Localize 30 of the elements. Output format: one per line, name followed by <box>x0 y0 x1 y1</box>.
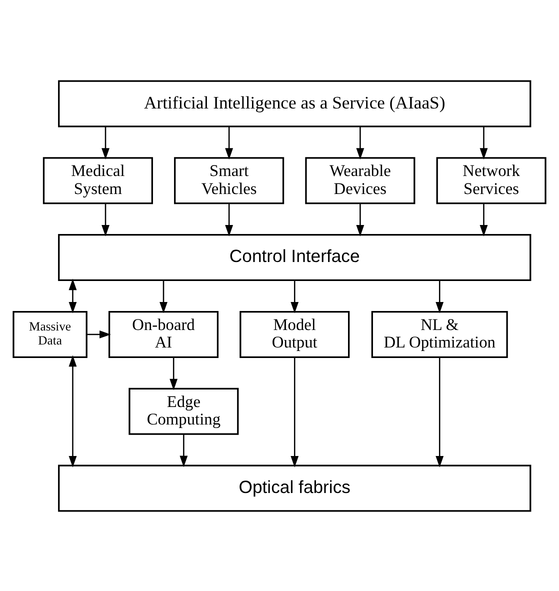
arrow <box>170 357 178 390</box>
arrow <box>160 280 168 313</box>
arrow <box>180 434 188 467</box>
arrow <box>290 280 299 313</box>
node-box: Massive Data <box>12 310 88 358</box>
arrow <box>225 203 234 236</box>
node-box: On-board AI <box>108 310 219 358</box>
node-box: NL & DL Optimization <box>371 310 508 358</box>
node-box: Model Output <box>240 310 350 358</box>
node-box: Optical fabrics <box>58 464 532 512</box>
arrow <box>290 356 299 467</box>
node-box: Artificial Intelligence as a Service (AIaaS) <box>58 80 532 127</box>
arrow <box>356 126 364 159</box>
node-box: Edge Computing <box>128 387 239 434</box>
arrow <box>436 280 444 313</box>
node-box: Medical System <box>42 156 153 204</box>
arrow <box>480 126 488 159</box>
arrow <box>87 330 111 338</box>
node-box: Smart Vehicles <box>174 156 284 204</box>
arrow <box>356 203 364 236</box>
arrow <box>102 203 110 236</box>
node-box: Wearable Devices <box>305 156 416 204</box>
arrow <box>102 126 110 159</box>
arrow <box>68 278 77 313</box>
arrow <box>480 203 488 236</box>
arrow <box>225 126 234 159</box>
node-box: Control Interface <box>58 234 532 281</box>
node-box: Network Services <box>436 156 546 204</box>
arrow <box>68 354 77 467</box>
arrow <box>436 356 444 467</box>
